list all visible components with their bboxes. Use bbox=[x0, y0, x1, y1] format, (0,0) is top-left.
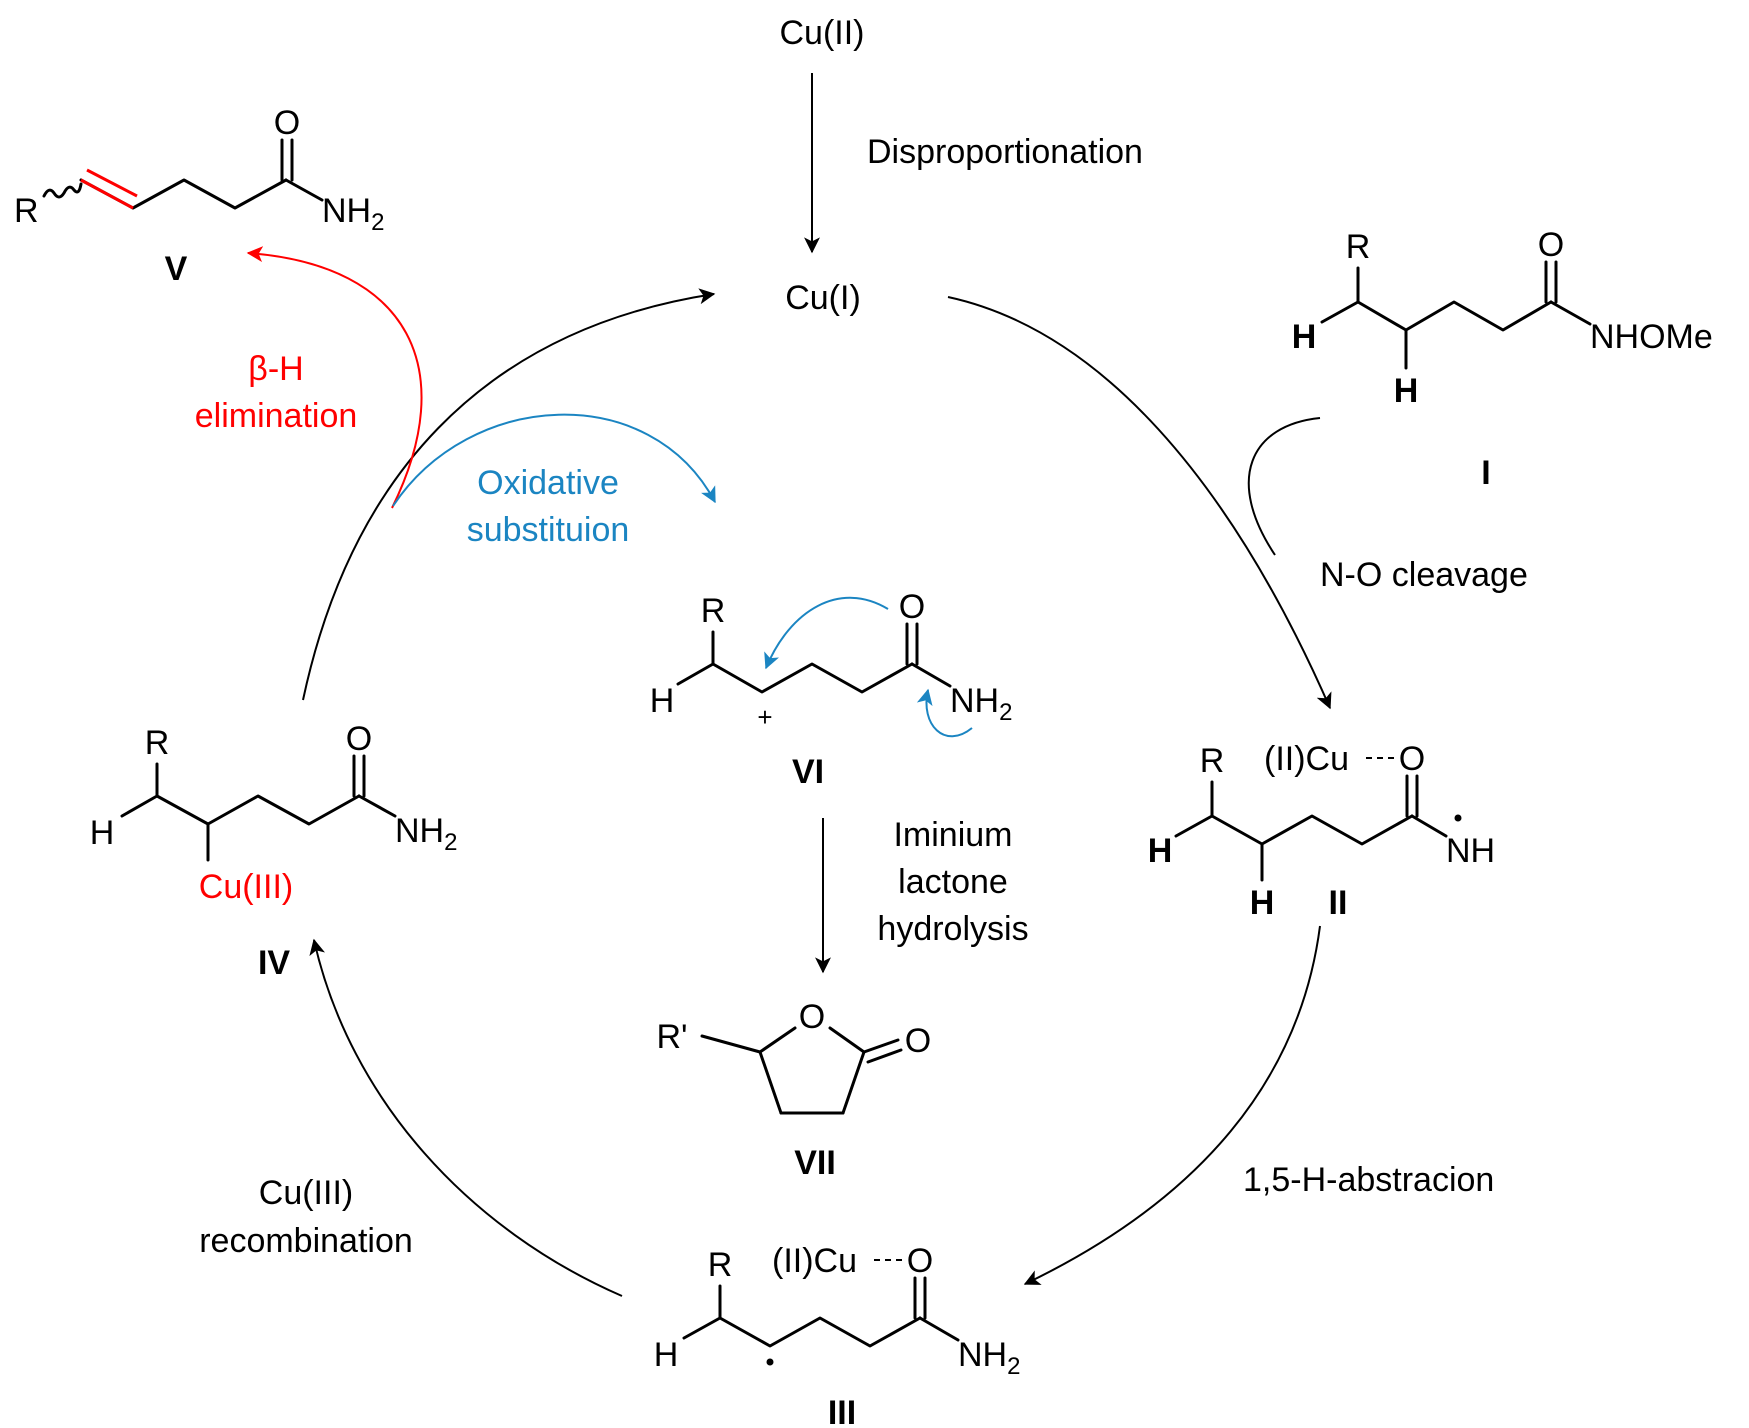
III-o: O bbox=[907, 1242, 933, 1280]
V-cn bbox=[284, 178, 324, 202]
I-r: R bbox=[1346, 228, 1371, 266]
II-h1: H bbox=[1148, 832, 1173, 870]
step-beta-h-1: β-H bbox=[248, 350, 303, 388]
I-nhome: NHOMe bbox=[1590, 318, 1713, 356]
III-nh2: NH2 bbox=[958, 1336, 1020, 1380]
compound-IV: R H Cu(III) O NH2 IV bbox=[90, 720, 458, 982]
compound-VI: R H O NH2 + VI bbox=[650, 588, 1013, 791]
VI-plus: + bbox=[757, 702, 772, 732]
III-radical-dot bbox=[766, 1358, 774, 1366]
compound-II: R H H O (II)Cu NH II bbox=[1148, 740, 1495, 922]
step-beta-h-2: elimination bbox=[195, 397, 358, 435]
arc-cu1-to-II bbox=[947, 296, 1332, 710]
III-chain bbox=[718, 1316, 922, 1348]
IV-h: H bbox=[90, 814, 115, 852]
step-h-abstraction: 1,5-H-abstracion bbox=[1243, 1161, 1494, 1199]
V-nh2: NH2 bbox=[322, 192, 384, 236]
V-o: O bbox=[274, 104, 300, 142]
label-II: II bbox=[1329, 884, 1348, 922]
label-V: V bbox=[165, 250, 188, 288]
IV-h-bond bbox=[120, 794, 159, 818]
VII-o: O bbox=[905, 1022, 931, 1060]
II-cu-ligand: (II)Cu bbox=[1264, 740, 1349, 778]
label-VI: VI bbox=[792, 753, 824, 791]
VI-o: O bbox=[899, 588, 925, 626]
I-h1: H bbox=[1292, 318, 1317, 356]
cu1-label: Cu(I) bbox=[785, 279, 861, 317]
II-chain bbox=[1210, 814, 1414, 846]
step-cu3-recombination-2: recombination bbox=[199, 1222, 413, 1260]
VI-cn bbox=[910, 662, 952, 688]
step-disproportionation: Disproportionation bbox=[867, 133, 1143, 171]
IV-chain bbox=[155, 794, 361, 826]
VI-h: H bbox=[650, 682, 675, 720]
I-chain bbox=[1356, 300, 1553, 332]
IV-cn bbox=[357, 794, 397, 818]
V-alkene-red-1 bbox=[80, 178, 134, 210]
II-nh: NH bbox=[1446, 832, 1495, 870]
label-III: III bbox=[828, 1394, 856, 1428]
II-cn bbox=[1410, 814, 1448, 838]
I-h1-bond bbox=[1320, 300, 1360, 324]
VII-c4-c5 bbox=[758, 1050, 783, 1115]
label-VII: VII bbox=[794, 1144, 836, 1182]
compound-V: R O NH2 V bbox=[14, 104, 384, 288]
VII-o-c2 bbox=[828, 1026, 866, 1054]
step-iminium-1: Iminium bbox=[893, 816, 1012, 854]
I-cn bbox=[1549, 300, 1592, 326]
VI-r: R bbox=[701, 592, 726, 630]
III-h-bond bbox=[682, 1316, 722, 1340]
VI-curved-arrow-bottom bbox=[916, 688, 973, 738]
VI-h-bond bbox=[676, 662, 715, 686]
arrow-beta-h-elimination bbox=[246, 246, 423, 509]
IV-nh2: NH2 bbox=[395, 812, 457, 856]
V-alkene-red-2 bbox=[86, 168, 138, 198]
VII-c5-o bbox=[758, 1026, 797, 1054]
VII-co-1 bbox=[862, 1038, 900, 1054]
II-h1-bond bbox=[1174, 814, 1214, 838]
II-h2: H bbox=[1250, 884, 1275, 922]
II-o: O bbox=[1399, 740, 1425, 778]
arc-I-entry bbox=[1247, 417, 1321, 556]
step-oxidative-2: substituion bbox=[467, 511, 630, 549]
VII-r-prime: R' bbox=[656, 1018, 687, 1056]
arc-II-to-III bbox=[1023, 925, 1321, 1285]
III-r: R bbox=[708, 1246, 733, 1284]
III-h: H bbox=[654, 1336, 679, 1374]
compound-I: R H H O NHOMe I bbox=[1292, 226, 1713, 492]
VII-c2-c3 bbox=[841, 1050, 866, 1115]
I-h2: H bbox=[1394, 372, 1419, 410]
IV-r: R bbox=[145, 724, 170, 762]
compound-VII: R' O O VII bbox=[656, 998, 931, 1182]
I-o: O bbox=[1538, 226, 1564, 264]
III-cn bbox=[918, 1316, 960, 1342]
step-oxidative-1: Oxidative bbox=[477, 464, 619, 502]
arc-IV-to-cu1 bbox=[302, 288, 716, 701]
label-IV: IV bbox=[258, 944, 290, 982]
VI-curved-arrow-top bbox=[764, 596, 889, 670]
VI-nh2: NH2 bbox=[950, 682, 1012, 726]
IV-cu3: Cu(III) bbox=[199, 868, 293, 906]
cu2-top-label: Cu(II) bbox=[780, 14, 865, 52]
V-wavy-bond bbox=[42, 182, 83, 199]
label-I: I bbox=[1481, 454, 1490, 492]
II-r: R bbox=[1200, 742, 1225, 780]
II-radical-dot bbox=[1454, 814, 1462, 822]
VII-co-2 bbox=[866, 1048, 903, 1064]
compound-III: R H O (II)Cu NH2 III bbox=[654, 1242, 1021, 1428]
III-cu-ligand: (II)Cu bbox=[772, 1242, 857, 1280]
VI-chain bbox=[711, 662, 914, 694]
step-no-cleavage: N-O cleavage bbox=[1320, 556, 1528, 594]
V-r: R bbox=[14, 192, 39, 230]
arrow-oxidative-substitution bbox=[392, 413, 716, 507]
step-iminium-3: hydrolysis bbox=[877, 910, 1028, 948]
arc-III-to-IV bbox=[309, 938, 623, 1297]
step-cu3-recombination-1: Cu(III) bbox=[259, 1174, 353, 1212]
step-iminium-2: lactone bbox=[898, 863, 1008, 901]
VII-c-r bbox=[700, 1034, 762, 1054]
IV-o: O bbox=[346, 720, 372, 758]
VII-ring-o: O bbox=[799, 998, 825, 1036]
